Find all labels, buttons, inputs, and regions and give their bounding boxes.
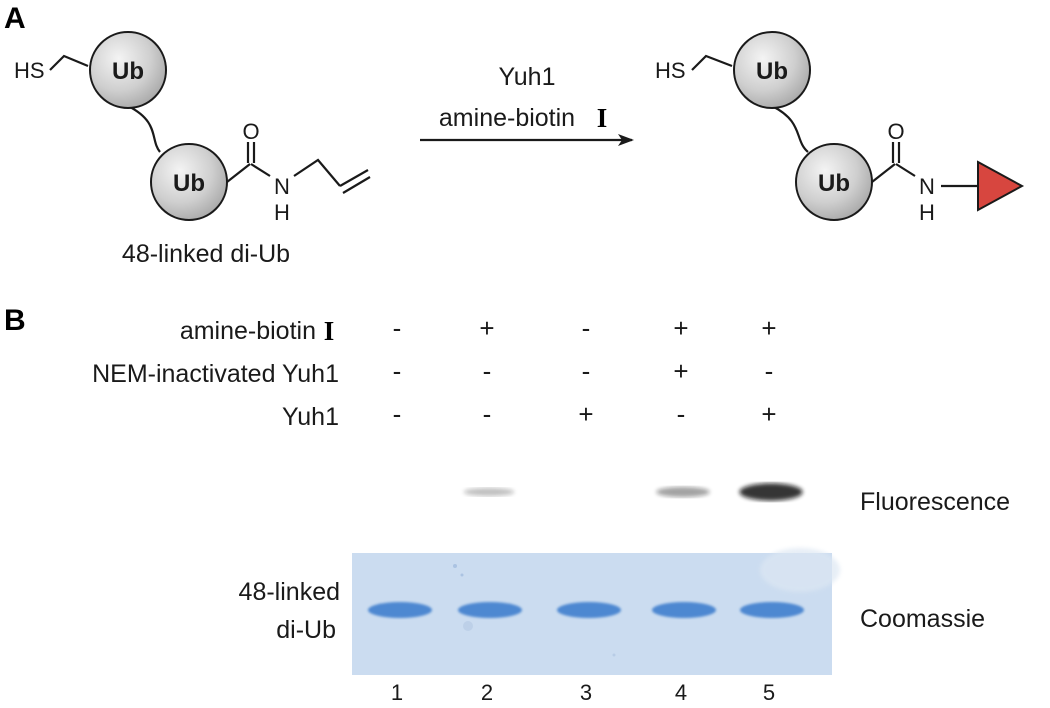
panel-b-letter: B [4, 304, 26, 337]
condition-label-amine-biotin-roman: I [324, 316, 335, 346]
coomassie-label: Coomassie [860, 605, 985, 633]
fluorescence-band-lane4 [656, 486, 710, 498]
left-top-ub-sphere [89, 31, 167, 109]
coomassie-band-lane5 [740, 602, 804, 618]
condition-sign-row2-lane2: - [483, 356, 492, 386]
fluorescence-band-lane5 [739, 483, 803, 501]
condition-labels: amine-biotin I NEM-inactivated Yuh1 Yuh1 [92, 316, 339, 431]
coomassie-band-lane3 [557, 602, 621, 618]
right-ub-linker [771, 105, 809, 153]
lane-number-5: 5 [763, 680, 775, 705]
left-nitrogen-label: N [274, 174, 290, 199]
fluorescence-band-lane2 [463, 487, 515, 497]
right-top-ub-sphere [733, 31, 811, 109]
lane-number-4: 4 [675, 680, 687, 705]
arrow-reagent-roman: I [597, 103, 608, 133]
coomassie-bands [368, 602, 804, 618]
condition-sign-row1-lane1: - [393, 313, 402, 343]
reaction-arrow: Yuh1 amine-biotin I [420, 63, 634, 146]
condition-sign-row1-lane2: + [479, 313, 494, 343]
left-thiol-bond [49, 54, 89, 71]
left-amide-bond [226, 163, 251, 183]
condition-label-yuh1: Yuh1 [282, 403, 339, 431]
coomassie-band-lane1 [368, 602, 432, 618]
right-di-ub-structure: HS Ub Ub O N H [655, 31, 1025, 225]
condition-sign-row2-lane3: - [582, 356, 591, 386]
right-oxygen-label: O [887, 119, 904, 144]
fluorescence-label: Fluorescence [860, 488, 1010, 516]
coomassie-band-lane2 [458, 602, 522, 618]
condition-sign-row3-lane5: + [761, 399, 776, 429]
left-thiol-label: HS [14, 58, 45, 83]
right-nitrogen-label: N [919, 174, 935, 199]
lane-number-2: 2 [481, 680, 493, 705]
band-label-line1: 48-linked [239, 578, 340, 606]
left-ub-linker [127, 105, 161, 153]
coomassie-band-lane4 [652, 602, 716, 618]
lane-numbers: 1 2 3 4 5 [391, 680, 775, 705]
condition-sign-row3-lane4: - [677, 399, 686, 429]
lane-number-3: 3 [580, 680, 592, 705]
left-di-ub-structure: HS Ub Ub O N H 48-linked di-Ub [14, 31, 371, 268]
right-hydrogen-label: H [919, 200, 935, 225]
right-thiol-label: HS [655, 58, 686, 83]
left-structure-caption: 48-linked di-Ub [122, 240, 290, 268]
arrow-reagent-yuh1: Yuh1 [498, 63, 555, 91]
right-amide-bond [871, 163, 896, 183]
right-bottom-ub-label: Ub [818, 170, 850, 197]
condition-sign-row2-lane1: - [393, 356, 402, 386]
condition-sign-row1-lane5: + [761, 313, 776, 343]
condition-sign-row1-lane4: + [673, 313, 688, 343]
condition-sign-row2-lane5: - [765, 356, 774, 386]
condition-label-amine-biotin: amine-biotin [180, 317, 316, 345]
condition-sign-row2-lane4: + [673, 356, 688, 386]
left-allyl-chain [293, 158, 341, 187]
coomassie-gel [352, 548, 840, 675]
lane-number-1: 1 [391, 680, 403, 705]
band-label-line2: di-Ub [276, 616, 336, 644]
condition-label-nem-yuh1: NEM-inactivated Yuh1 [92, 360, 339, 388]
left-hydrogen-label: H [274, 200, 290, 225]
right-top-ub-label: Ub [756, 58, 788, 85]
left-bottom-ub-label: Ub [173, 170, 205, 197]
fluorescence-gel [463, 483, 803, 501]
condition-sign-row3-lane2: - [483, 399, 492, 429]
condition-sign-row1-lane3: - [582, 313, 591, 343]
condition-sign-row3-lane3: + [578, 399, 593, 429]
arrow-reagent-amine-biotin: amine-biotin [439, 104, 575, 132]
left-top-ub-label: Ub [112, 58, 144, 85]
biotin-triangle-icon [977, 160, 1025, 212]
panel-a-letter: A [4, 2, 26, 35]
right-thiol-bond [691, 54, 733, 71]
left-oxygen-label: O [242, 119, 259, 144]
condition-sign-row3-lane1: - [393, 399, 402, 429]
condition-signs-grid: - + - + + - - - + - - - + - + [393, 313, 777, 429]
